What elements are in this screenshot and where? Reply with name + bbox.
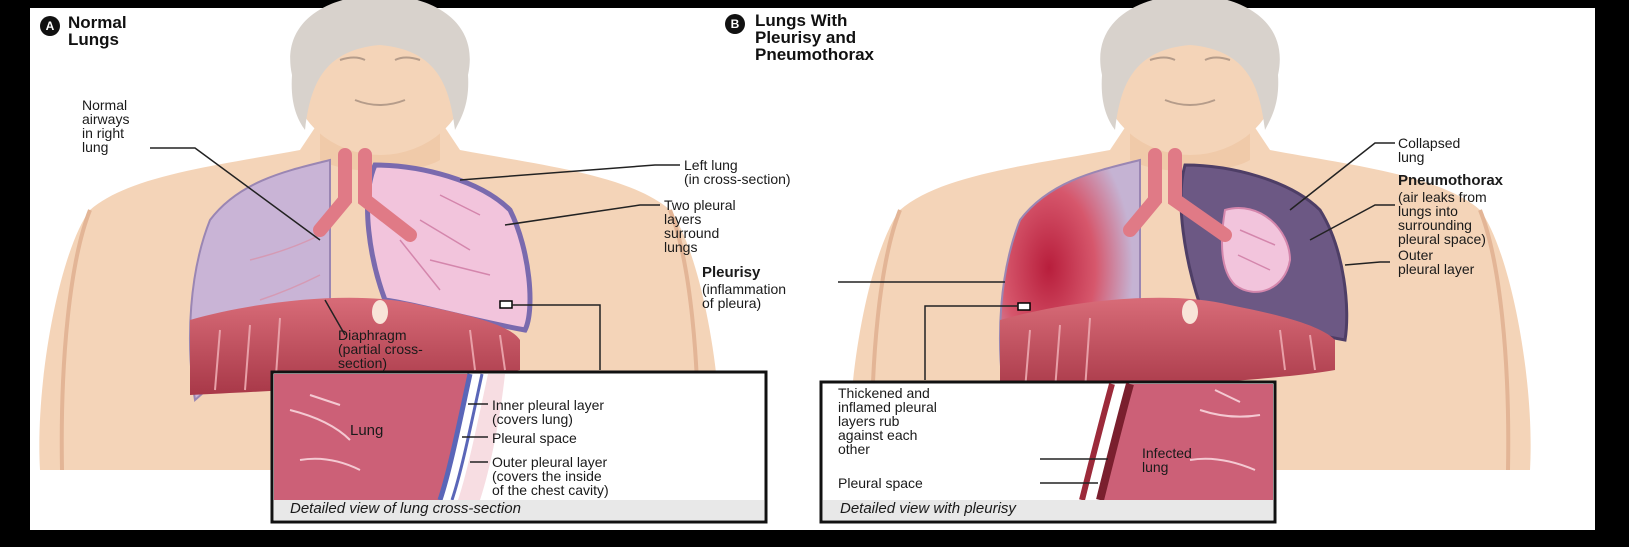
label-collapsed-lung: Collapsed lung	[1398, 136, 1460, 164]
inset-b-caption: Detailed view with pleurisy	[840, 500, 1016, 517]
inset-a-label-pleural-space: Pleural space	[492, 431, 577, 445]
label-pleurisy-desc: (inflammation of pleura)	[702, 282, 786, 310]
label-outer-pleural-layer: Outer pleural layer	[1398, 248, 1474, 276]
panel-a-title-line2: Lungs	[68, 31, 119, 48]
inset-a-caption: Detailed view of lung cross-section	[290, 500, 521, 517]
label-left-lung: Left lung (in cross-section)	[684, 158, 791, 186]
label-pneumothorax-desc: (air leaks from lungs into surrounding p…	[1398, 190, 1487, 246]
bottom-border	[0, 530, 1629, 547]
inset-b-label-pleural-space: Pleural space	[838, 476, 923, 490]
panel-b-title-line1: Lungs With	[755, 12, 847, 29]
label-pleurisy-title: Pleurisy	[702, 266, 760, 280]
right-border	[1595, 0, 1629, 547]
badge-b: B	[725, 14, 745, 34]
panel-b-title-line2: Pleurisy and	[755, 29, 856, 46]
label-normal-airways: Normal airways in right lung	[82, 98, 129, 154]
inset-a-label-outer-layer: Outer pleural layer (covers the inside o…	[492, 455, 609, 497]
panel-b-title-line3: Pneumothorax	[755, 46, 874, 63]
inset-marker-b	[1018, 303, 1030, 310]
badge-a: A	[40, 16, 60, 36]
left-border	[0, 0, 30, 547]
inset-b-label-infected: Infected lung	[1142, 446, 1192, 474]
label-pleural-layers: Two pleural layers surround lungs	[664, 198, 736, 254]
panel-a-title-line1: Normal	[68, 14, 127, 31]
inset-b-label-thickened: Thickened and inflamed pleural layers ru…	[838, 386, 937, 456]
label-pneumothorax-title: Pneumothorax	[1398, 174, 1503, 188]
top-border	[0, 0, 1629, 8]
inset-a-label-lung: Lung	[350, 424, 383, 438]
inset-a-label-inner-layer: Inner pleural layer (covers lung)	[492, 398, 604, 426]
label-diaphragm: Diaphragm (partial cross- section)	[338, 328, 423, 370]
inset-marker-a	[500, 301, 512, 308]
